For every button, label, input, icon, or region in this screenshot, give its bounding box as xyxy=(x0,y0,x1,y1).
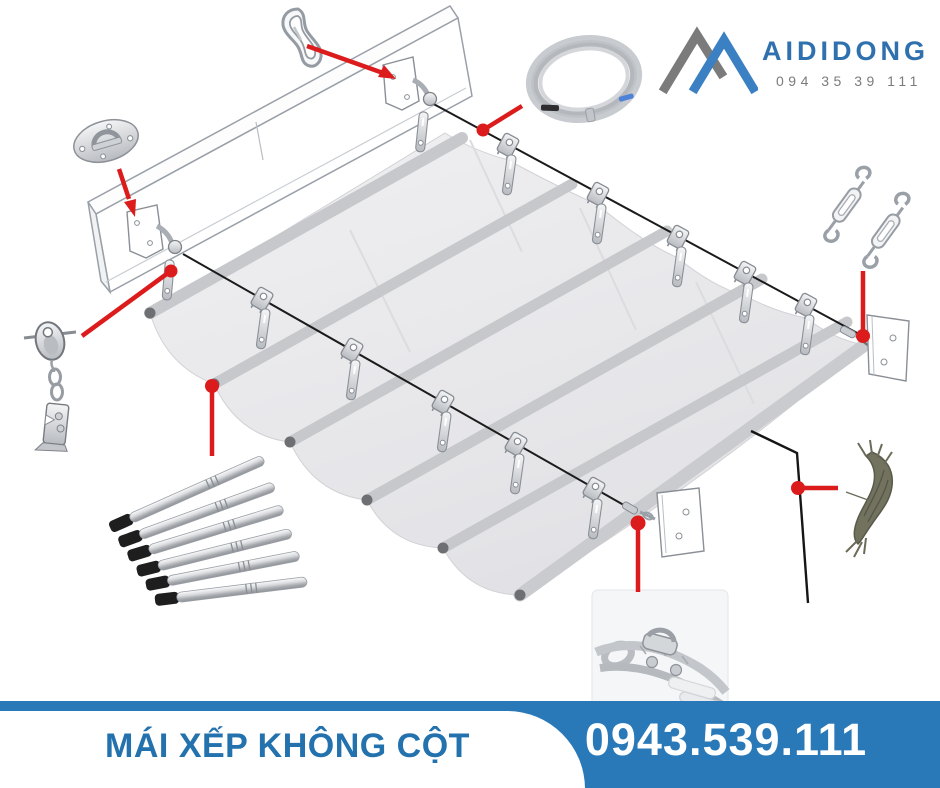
cable-clamp-photo-icon xyxy=(591,589,730,705)
pole-bundle-icon xyxy=(109,456,308,606)
brand-phone: 094 35 39 111 xyxy=(776,73,922,89)
banner-title-plate: MÁI XẾP KHÔNG CỘT xyxy=(0,711,585,788)
brand-name: AIDIDONG xyxy=(762,36,929,66)
canopy-slats xyxy=(144,132,869,602)
pulley-tensioner-icon xyxy=(23,321,77,452)
wall-beam xyxy=(86,5,473,295)
pad-eye-plate-icon xyxy=(73,118,139,164)
carabiner-icon xyxy=(281,7,323,68)
poles-callout-line xyxy=(205,379,219,456)
hotline-number: 0943.539.111 xyxy=(584,714,868,765)
coil-callout-line xyxy=(476,104,524,137)
callout-annotations xyxy=(80,43,870,592)
rope-hank-icon xyxy=(845,439,894,558)
wire-rope-coil-icon xyxy=(525,34,643,124)
canopy-fabric xyxy=(144,132,869,602)
rope-callout-line xyxy=(791,481,838,495)
pull-cord xyxy=(750,429,810,604)
turnbuckle-icon xyxy=(812,162,922,272)
clamp-callout-line xyxy=(630,515,646,592)
awning-assembly-diagram xyxy=(23,5,922,705)
carabiner-callout-arrow xyxy=(306,43,396,79)
pad-eye-callout-arrow xyxy=(116,168,136,217)
product-title: MÁI XẾP KHÔNG CỘT xyxy=(105,726,470,765)
top-wall-bracket xyxy=(382,56,438,154)
left-wall-bracket xyxy=(126,204,183,302)
front-anchor-plate xyxy=(621,487,705,558)
logo: AIDIDONG 094 35 39 111 xyxy=(658,22,929,96)
tensioner-callout-line xyxy=(80,264,178,338)
turnbuckle-callout-line xyxy=(856,271,870,343)
footer-banner: MÁI XẾP KHÔNG CỘT 0943.539.111 xyxy=(0,701,940,788)
mountain-logo-icon xyxy=(658,26,758,95)
